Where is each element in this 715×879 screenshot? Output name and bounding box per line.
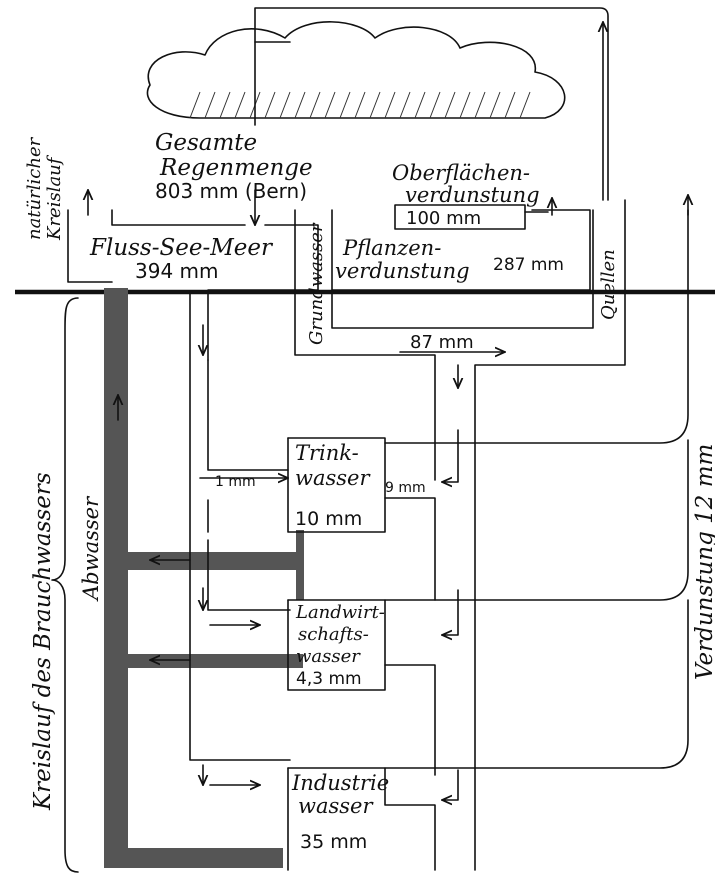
ind-in-arrow-right [442,769,459,800]
land-label-2: schafts- [298,624,369,645]
trink-label-1: Trink- [295,441,359,465]
quellen-label: Quellen [598,249,619,320]
fluss-label: Fluss-See-Meer [89,235,274,261]
pflanzen-value: 287 mm [493,255,564,275]
trink-in-arrow-right [442,429,459,482]
grundwasser-left-wall [294,209,436,481]
land-label-3: wasser [296,646,361,667]
ind-label-2: wasser [298,794,374,818]
cloud-outline [146,21,566,119]
supply-outer-left [189,291,291,761]
land-in-arrow-right [442,589,459,635]
sewer-pipe [104,288,304,868]
trink-in-right-value: 9 mm [385,480,426,496]
ind-value: 35 mm [300,831,367,853]
pflanzen-label-1: Pflanzen- [342,236,441,260]
land-left [287,599,386,691]
regen-label-1: Gesamte [155,130,257,156]
cloud [146,21,566,119]
fluss-basin-top [111,209,319,361]
grund-value: 87 mm [410,332,474,353]
regen-value: 803 mm (Bern) [155,179,307,203]
regen-label-2: Regenmenge [159,155,313,181]
verdunstung-label: Verdunstung 12 mm [692,444,715,680]
verdunstung-ind-line [384,599,689,769]
ind-label-1: Industrie [291,771,389,795]
oberflaechen-label-2: verdunstung [405,183,540,207]
verdunstung-land-line [384,439,689,601]
grundwasser-label: Grundwasser [306,222,327,345]
oberflaechen-box [394,204,526,230]
oberflaechen-value: 100 mm [406,208,481,229]
brauchwasser-brace [51,297,79,873]
fluss-value: 394 mm [135,259,219,283]
natuerlicher-label: natürlicher [24,136,45,240]
sewer-branch-land [128,654,303,668]
land-label-1: Landwirt- [295,602,385,623]
grundwasser-inner [331,209,594,329]
rain-hatching [189,91,531,119]
sewer-main [104,288,128,868]
kreislauf-label: Kreislauf [44,154,65,241]
abwasser-label: Abwasser [79,495,103,602]
brauchwasser-label: Kreislauf des Brauchwassers [30,472,56,811]
oberflaechen-label-1: Oberflächen- [392,161,530,185]
sewer-branch-trink [128,552,303,570]
supply-inner-trink [207,359,289,471]
quellen-right-wall [474,199,626,871]
trink-left [287,437,386,533]
ind-right [287,767,436,871]
land-value: 4,3 mm [296,669,362,689]
evaporation-loop-line [254,7,609,201]
sewer-branch-vertical [296,530,304,600]
trink-value: 10 mm [295,508,362,530]
verdunstung-trink-line [384,209,689,444]
trink-label-2: wasser [295,466,371,490]
pflanzen-label-2: verdunstung [335,259,470,283]
sewer-bottom [128,848,283,868]
fluss-basin-left [67,209,113,283]
trink-in-left-value: 1 mm [215,474,256,490]
